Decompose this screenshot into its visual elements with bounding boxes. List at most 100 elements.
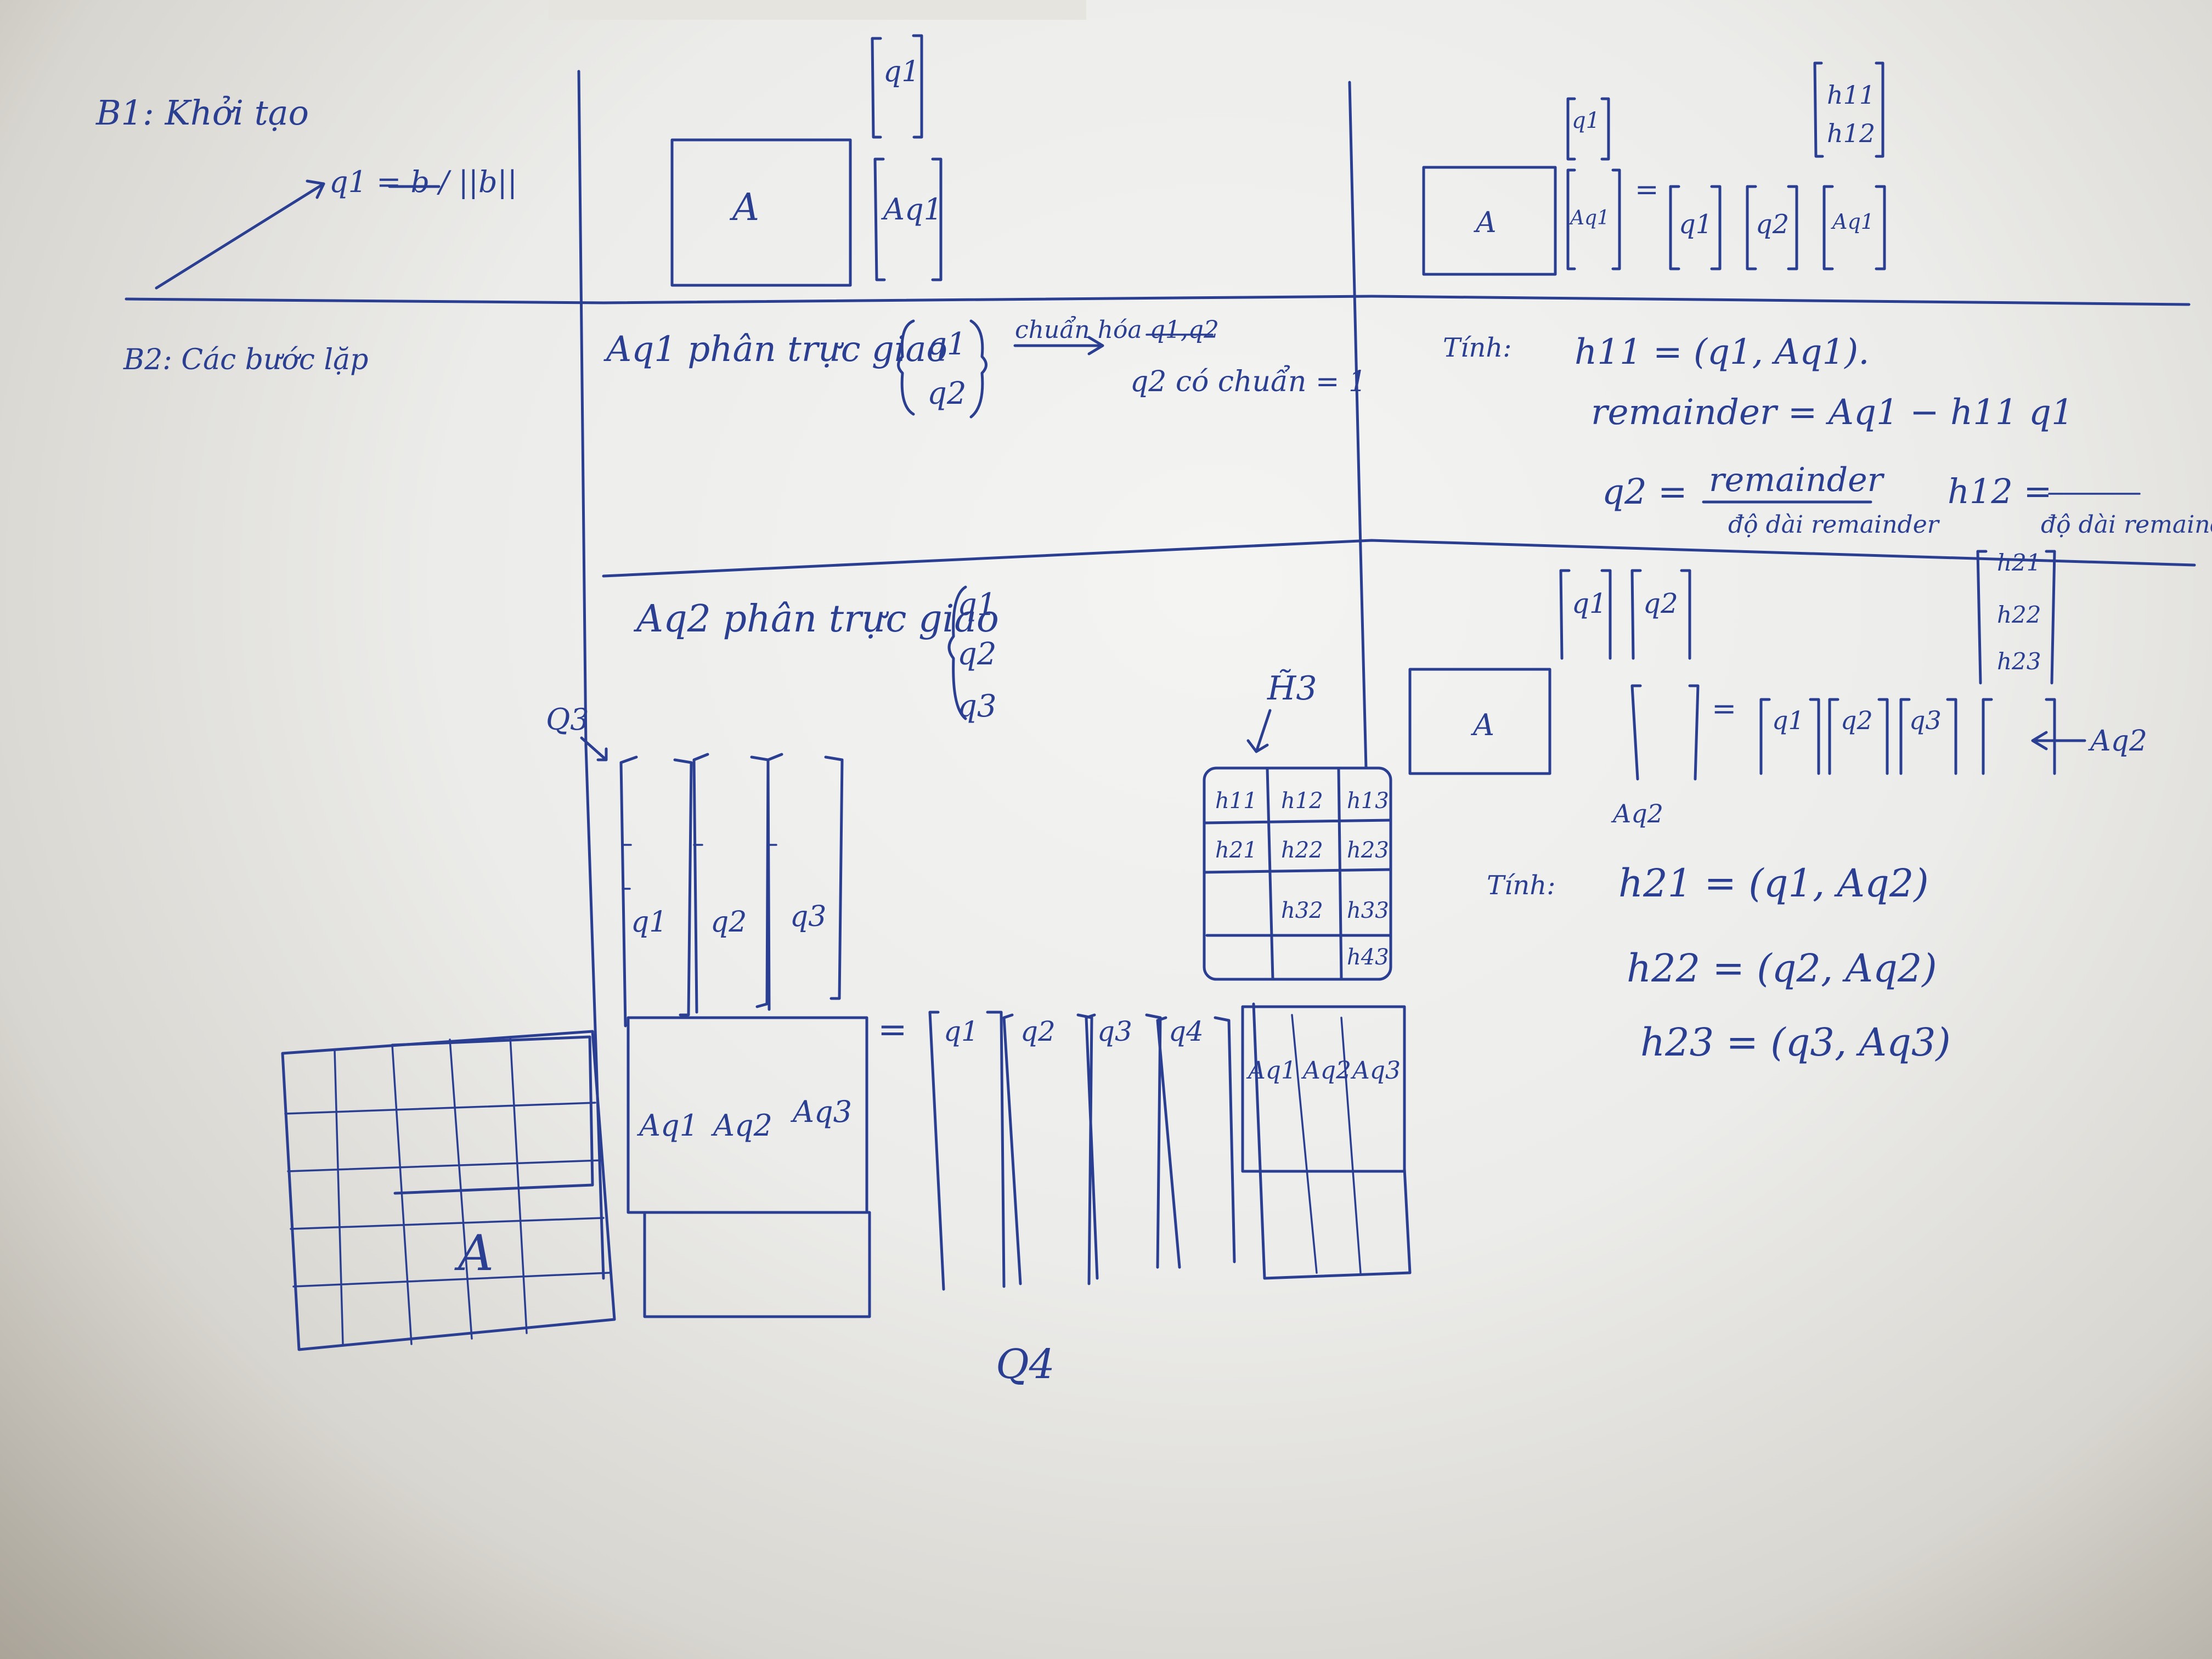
q4-col1-bracket	[928, 1011, 1006, 1291]
right-sec3-eq-q1	[1759, 698, 1820, 775]
col-q1-label: q1	[883, 55, 920, 88]
h12-label: h12	[1827, 119, 1876, 148]
brace3-q1-label: q1	[957, 587, 997, 623]
right-q1-bracket	[1566, 97, 1610, 161]
q3-col1-label: q1	[631, 906, 668, 939]
h-cell-22: h22	[1281, 838, 1323, 863]
aq-row-1: Aq1	[639, 1108, 698, 1143]
h-cell-43: h43	[1347, 945, 1389, 970]
eq-aq1-bracket	[1822, 185, 1886, 270]
matrix-a-box-2	[1422, 166, 1557, 276]
q3-col1-bracket	[619, 755, 693, 1028]
h-column-bracket	[1813, 61, 1884, 158]
divider-horizontal-2	[602, 539, 2196, 578]
q4-col1-label: q1	[944, 1015, 979, 1047]
right-aq1-label: Aq1	[1570, 207, 1610, 229]
q3-label: Q3	[546, 702, 589, 737]
brace-left-q1q2	[897, 319, 915, 416]
right-sec3-q2: q2	[1643, 588, 1678, 619]
h3-label: H̃3	[1267, 669, 1317, 708]
h11-label: h11	[1827, 80, 1876, 110]
matrix-a-box-3	[1408, 668, 1551, 775]
matrix-a-label-1: A	[732, 186, 760, 229]
q4-col3-label: q3	[1097, 1015, 1132, 1047]
right-sec3-eq-sign: =	[1712, 691, 1737, 726]
col-q1-bracket	[871, 34, 923, 139]
h12-equation: h12 =	[1948, 471, 2052, 511]
divider-horizontal-1	[125, 295, 2191, 306]
divider-vertical-2	[1348, 81, 1368, 770]
section2-heading: B2: Các bước lặp	[123, 343, 369, 376]
right-sec3-eq-q3	[1899, 698, 1957, 775]
right-sec3-h23: h23	[1997, 648, 2041, 675]
right-sec3-eq-h	[1982, 698, 2056, 775]
q2-equation: q2 =	[1602, 472, 1688, 512]
right-sec3-eq-q2: q2	[1841, 706, 1873, 735]
paper-top-edge	[549, 0, 1086, 20]
h23-equation: h23 = (q3, Aq3)	[1640, 1020, 1951, 1065]
q3-col2-bracket	[692, 753, 770, 1014]
eq-aq1-label: Aq1	[1832, 210, 1874, 234]
h-cell-32: h32	[1281, 898, 1323, 923]
right-sec3-h22: h22	[1997, 601, 2041, 628]
remainder-equation: remainder = Aq1 − h11 q1	[1591, 392, 2074, 433]
q3-arrow	[580, 736, 608, 761]
eq-q1-label: q1	[1679, 209, 1713, 240]
right-aq2-arrow	[2031, 731, 2086, 751]
matrix-a-label-big: A	[458, 1224, 494, 1282]
q3-col-ticks	[622, 844, 777, 890]
q4-label: Q4	[996, 1341, 1055, 1388]
q2-fraction-num: remainder	[1709, 461, 1883, 499]
q4-equals: =	[878, 1009, 907, 1050]
brace-q1q2q3	[947, 585, 967, 720]
aq-right-box	[1241, 1005, 1406, 1173]
aq-right-3: Aq3	[1352, 1057, 1401, 1085]
q2-fraction-den: độ dài remainder	[1728, 511, 1939, 539]
right-sec3-aq2-bracket	[1630, 684, 1700, 781]
right-sec3-q1-bracket	[1559, 569, 1612, 660]
matrix-a-label-2: A	[1476, 206, 1497, 239]
aq-right-lower	[1252, 1002, 1412, 1280]
right-sec3-eq-q3: q3	[1909, 706, 1942, 735]
h21-equation: h21 = (q1, Aq2)	[1618, 861, 1929, 906]
h3-arrow	[1246, 709, 1272, 753]
q4-col2-bracket	[1002, 1013, 1093, 1285]
h-cell-23: h23	[1347, 838, 1389, 863]
right-q1-label: q1	[1572, 108, 1600, 133]
normalize-note: chuẩn hóa q1,q2	[1015, 316, 1219, 344]
col-aq1-bracket	[873, 157, 943, 281]
aq-right-dividers	[1291, 1014, 1362, 1274]
right-aq1-bracket	[1566, 168, 1621, 270]
right-matrix-a-label: A	[1473, 708, 1494, 742]
matrix-a-inner-box	[391, 1035, 594, 1195]
q4-col3-bracket	[1085, 1013, 1162, 1280]
aq2-orthogonal-line: Aq2 phân trực giao	[636, 597, 999, 641]
q3-col2-label: q2	[710, 906, 747, 939]
h3-grid-box	[1203, 766, 1392, 981]
brace-q1-label: q1	[927, 326, 967, 362]
aq-right-2: Aq2	[1303, 1057, 1351, 1085]
q4-col2-label: q2	[1020, 1015, 1056, 1047]
eq-q2-bracket	[1746, 185, 1798, 270]
h-cell-11: h11	[1215, 788, 1257, 814]
right-sec3-eq-q2	[1828, 698, 1889, 775]
aq-right-1: Aq1	[1248, 1057, 1296, 1085]
q1-arrow-head	[306, 179, 325, 199]
q3-col3-label: q3	[790, 900, 827, 933]
matrix-a-grid-outline	[281, 1030, 616, 1351]
brace3-q2-label: q2	[957, 636, 997, 672]
h-cell-13: h13	[1347, 788, 1389, 814]
h12-note: độ dài remainder	[2041, 511, 2212, 539]
h22-equation: h22 = (q2, Aq2)	[1627, 946, 1937, 991]
aq-row-2: Aq2	[713, 1108, 772, 1143]
brace3-q3-label: q3	[957, 689, 997, 724]
right-sec3-aq2-bottom: Aq2	[1613, 799, 1663, 828]
right-sec3-h-bracket	[1976, 550, 2056, 685]
aq-box-bottom	[643, 1211, 871, 1318]
q4-col4-bracket	[1156, 1016, 1236, 1269]
q3-col3-bracket	[766, 753, 844, 1011]
q1-arrow	[155, 182, 325, 290]
matrix-a-box-1	[670, 138, 852, 287]
